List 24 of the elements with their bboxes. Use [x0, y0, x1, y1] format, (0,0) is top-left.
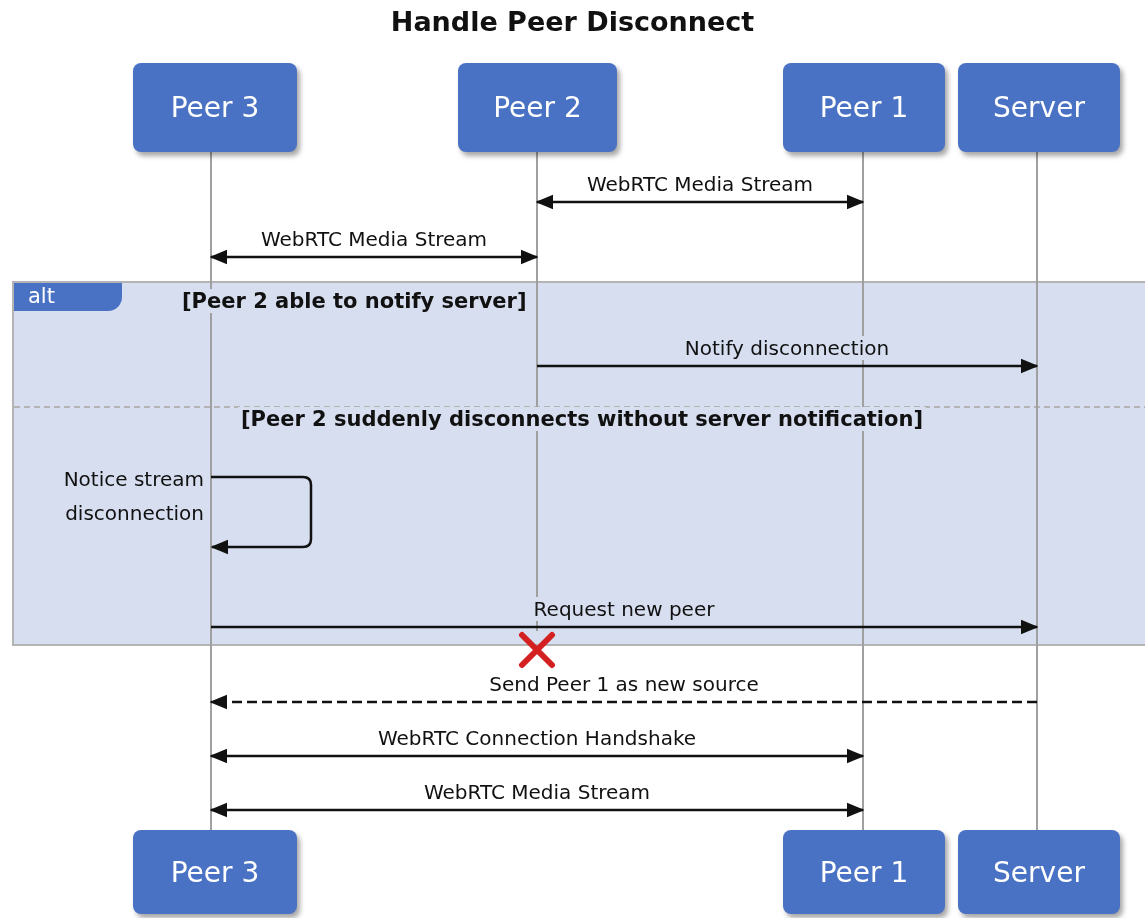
- participant-box: Peer 3: [133, 63, 297, 152]
- participant-box: Peer 1: [783, 830, 945, 914]
- message-arrow: [209, 748, 865, 764]
- edge-label: Notice stream disconnection: [62, 466, 205, 527]
- message-arrow: [537, 358, 1039, 374]
- message-arrow: [211, 619, 1039, 635]
- participant-box: Peer 3: [133, 830, 297, 914]
- participant-box: Server: [958, 830, 1120, 914]
- lifeline: [862, 152, 864, 830]
- fragment-tab: alt: [14, 283, 122, 311]
- message-arrow: [209, 694, 1037, 710]
- lifeline: [536, 152, 538, 631]
- self-message-arrow: [210, 475, 313, 555]
- participant-box: Peer 1: [783, 63, 945, 152]
- participant-box: Server: [958, 63, 1120, 152]
- lifeline: [210, 152, 212, 830]
- destroy-mark: [518, 631, 556, 669]
- guard-condition: [Peer 2 suddenly disconnects without server notification]: [238, 407, 926, 431]
- message-arrow: [209, 249, 539, 265]
- participant-box: Peer 2: [458, 63, 617, 152]
- message-arrow: [209, 802, 865, 818]
- message-arrow: [535, 194, 865, 210]
- diagram-title: Handle Peer Disconnect: [389, 6, 756, 37]
- lifeline: [1036, 152, 1038, 830]
